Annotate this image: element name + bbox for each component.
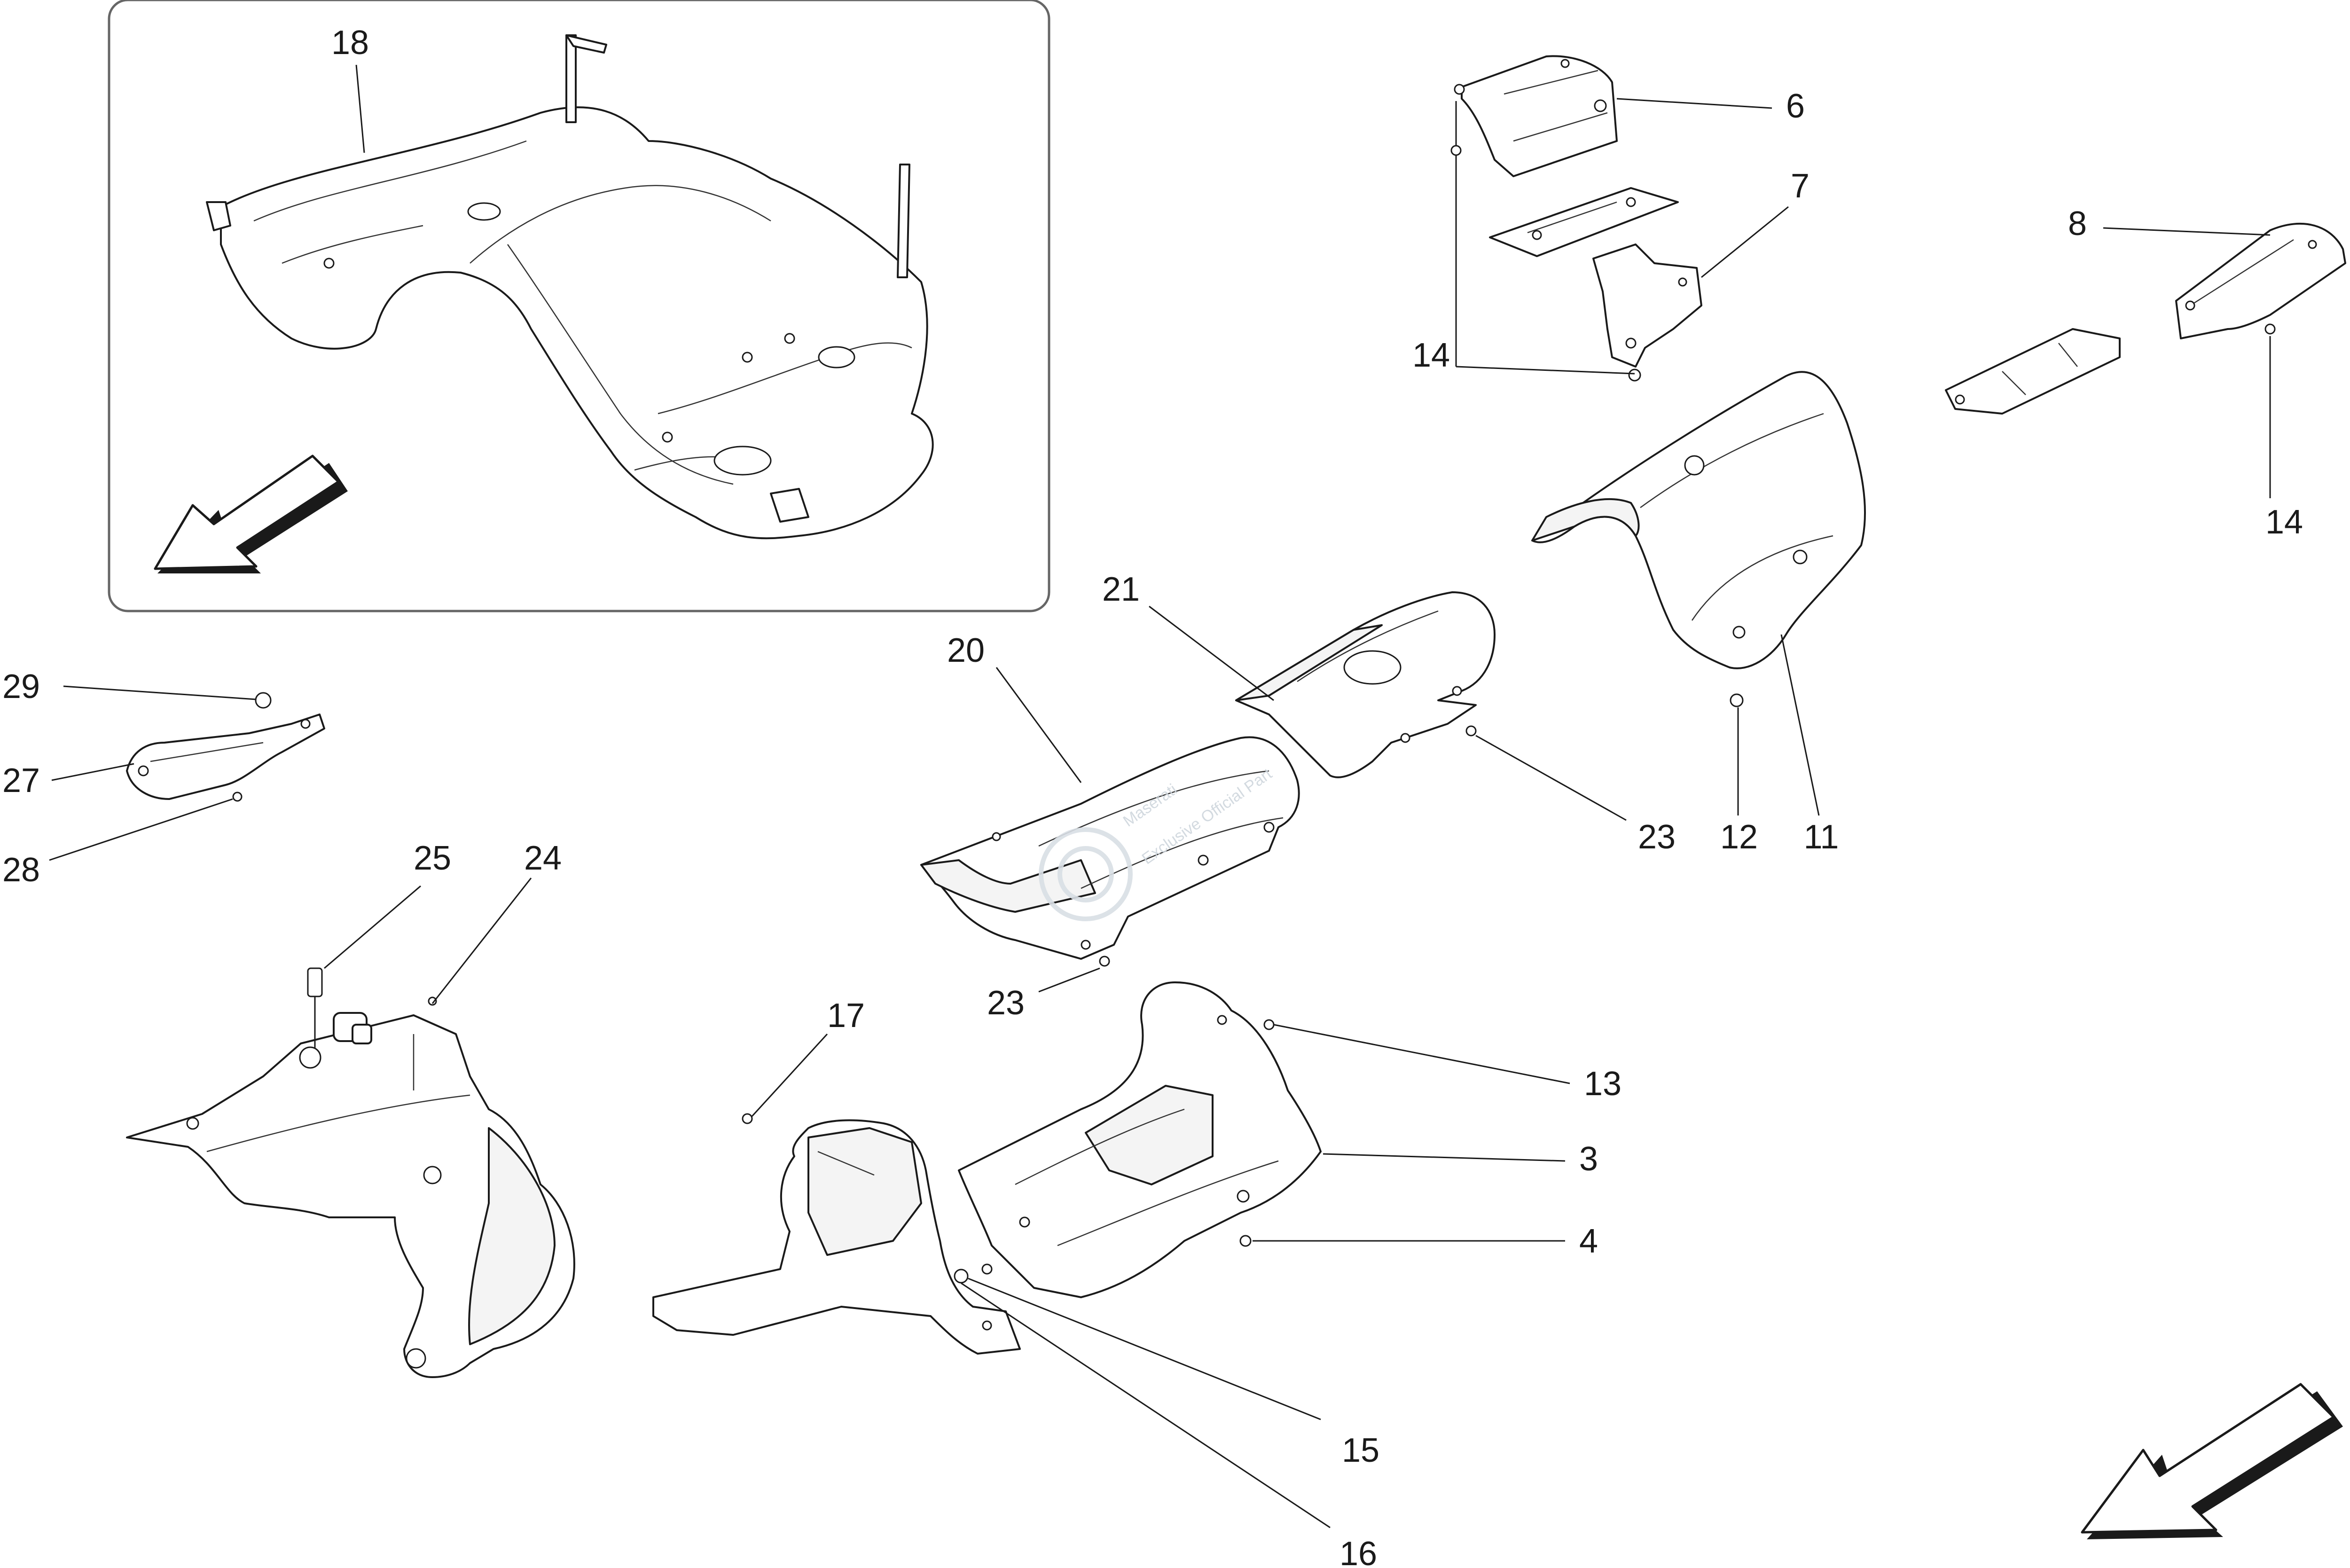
part-4-nut[interactable] [1239, 1235, 1565, 1247]
leader-6 [1616, 98, 1772, 109]
callout-20: 20 [947, 632, 985, 669]
callout-6: 6 [1786, 87, 1805, 125]
inset-direction-arrow [154, 455, 348, 573]
part-12-nut[interactable] [1730, 693, 1744, 815]
part-8-heat-shield[interactable] [1945, 223, 2346, 415]
callout-28: 28 [2, 851, 40, 889]
part-14-fasteners-left[interactable] [1450, 101, 1641, 382]
part-21-heat-shield[interactable] [1235, 591, 1496, 778]
part-27-bracket[interactable] [126, 713, 325, 800]
callout-24: 24 [524, 839, 562, 877]
callout-18: 18 [331, 24, 369, 62]
part-23-bolt-front[interactable] [1038, 956, 1110, 993]
part-25-bolt[interactable] [307, 885, 421, 1048]
leader-23b [1038, 967, 1100, 993]
callout-12: 12 [1720, 818, 1758, 856]
leader-15 [968, 1278, 1321, 1420]
inset-panel: 18 [108, 0, 1050, 612]
part-3-heat-shield[interactable] [958, 981, 1322, 1298]
callout-23b: 23 [987, 984, 1025, 1022]
callout-23a: 23 [1638, 818, 1676, 856]
main-direction-arrow [2081, 1383, 2343, 1539]
leader-3 [1323, 1153, 1566, 1162]
part-7-bracket[interactable] [1489, 187, 1702, 368]
callout-15: 15 [1342, 1432, 1379, 1469]
leader-13 [1273, 1024, 1570, 1084]
callout-27: 27 [2, 762, 40, 800]
callout-13: 13 [1584, 1065, 1622, 1103]
part-17-shield-assembly[interactable] [652, 1119, 1021, 1355]
part-14-fastener-right[interactable] [2264, 323, 2276, 498]
leader-27 [51, 763, 134, 781]
part-28-nut[interactable] [49, 792, 243, 861]
part-24-heat-shield[interactable] [126, 996, 575, 1378]
part-16-fastener[interactable] [961, 1263, 1331, 1529]
inset-frame [108, 0, 1050, 612]
callout-11: 11 [1804, 818, 1839, 856]
leader-17 [751, 1033, 828, 1117]
part-20-heat-shield[interactable] [920, 736, 1300, 960]
leader-7 [1701, 206, 1789, 278]
leader-8 [2103, 227, 2271, 236]
part-17-bolt[interactable] [742, 1113, 753, 1124]
callout-14a: 14 [1412, 337, 1450, 374]
part-6-heat-shield[interactable] [1454, 55, 1618, 177]
leader-29 [63, 685, 257, 700]
callout-8: 8 [2068, 205, 2087, 243]
part-11-heat-shield[interactable] [1531, 371, 1866, 669]
leader-20 [995, 667, 1082, 783]
callout-7: 7 [1791, 167, 1810, 205]
leader-24 [431, 878, 532, 1004]
leader-28 [49, 798, 233, 861]
callout-25: 25 [414, 839, 451, 877]
callout-21: 21 [1102, 571, 1140, 608]
part-18-underbody-heat-shield[interactable] [206, 34, 934, 540]
leader-11 [1780, 634, 1820, 816]
callout-3: 3 [1579, 1140, 1598, 1178]
callout-29: 29 [2, 668, 40, 706]
part-23-bolt-rear[interactable] [1465, 725, 1627, 821]
leader-21 [1149, 605, 1274, 701]
leader-23a [1475, 735, 1627, 821]
callout-16: 16 [1340, 1535, 1377, 1568]
callout-4: 4 [1579, 1223, 1598, 1260]
leader-16 [961, 1282, 1331, 1529]
leader-25 [324, 885, 421, 969]
leader-18 [355, 64, 365, 153]
part-29-cap[interactable] [63, 685, 272, 709]
part-15-fastener[interactable] [954, 1269, 1321, 1420]
callout-14b: 14 [2265, 503, 2303, 541]
part-13-bolt[interactable] [1263, 1019, 1570, 1084]
leader-14a-b [1456, 366, 1635, 375]
callout-17: 17 [827, 997, 865, 1035]
